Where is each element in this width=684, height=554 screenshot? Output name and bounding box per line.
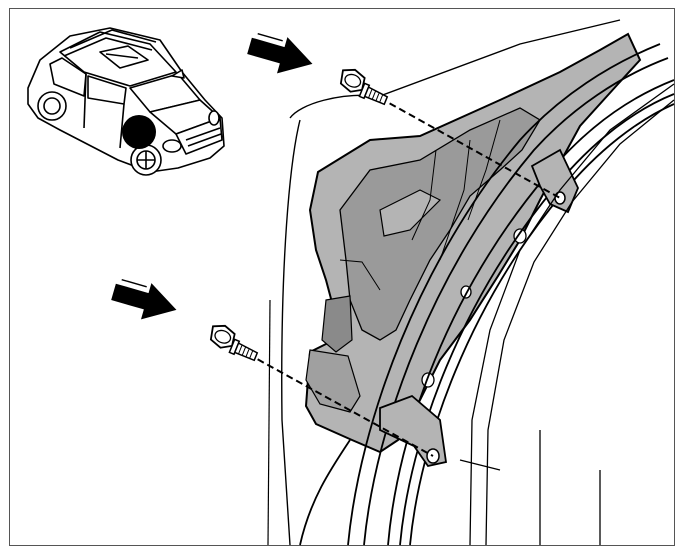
upper-direction-arrow-icon: [247, 32, 313, 74]
vehicle-locator-icon: [27, 27, 225, 176]
mount-bracket-component: [267, 19, 642, 546]
lower-alignment-line: [247, 353, 434, 457]
location-marker-icon: [122, 115, 156, 149]
door-seal-rails: [299, 43, 675, 546]
upper-bolt-icon: [339, 68, 389, 106]
door-frame-edges: [459, 83, 675, 546]
upper-alignment-line: [379, 97, 561, 199]
lower-bolt-icon: [209, 324, 259, 362]
lower-direction-arrow-icon: [111, 278, 177, 320]
lower-mounting-tab: [379, 394, 448, 468]
